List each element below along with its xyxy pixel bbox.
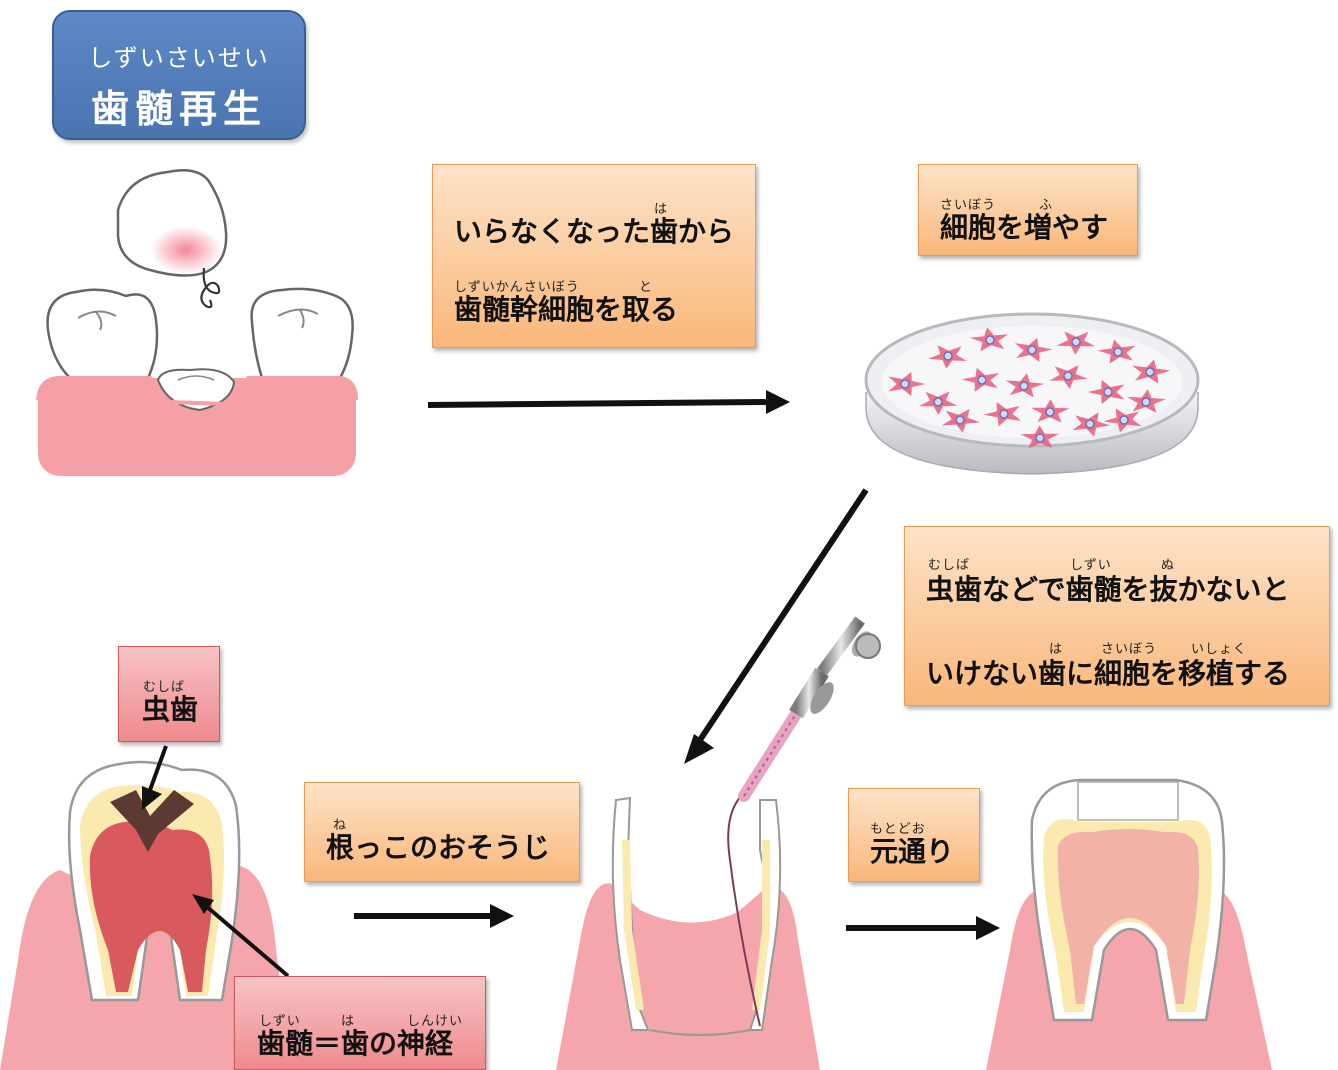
step-clean-label: ね 根っこのおそうじ bbox=[304, 782, 580, 882]
step-transplant-line2: いけない歯に細胞を移植する bbox=[926, 652, 1290, 692]
cell-nucleus bbox=[1146, 368, 1154, 376]
cell-nucleus bbox=[1114, 348, 1122, 356]
cell-nucleus bbox=[1104, 388, 1112, 396]
molar-right bbox=[252, 289, 353, 378]
petri-dish bbox=[866, 314, 1198, 474]
arrow-grow-to-clean bbox=[684, 490, 866, 764]
cell-nucleus bbox=[986, 336, 994, 344]
cell-nucleus bbox=[944, 352, 952, 360]
caries-label: むしば 虫歯 bbox=[118, 646, 220, 742]
cell-nucleus bbox=[1064, 372, 1072, 380]
caries-label-text: 虫歯 bbox=[142, 688, 198, 728]
title-badge: しずいさいせい 歯髄再生 bbox=[52, 10, 306, 140]
step-transplant-label: むしば しずい ぬ 虫歯などで歯髄を抜かないと は さいぼう いしょく いけない… bbox=[904, 526, 1330, 706]
cell-nucleus bbox=[934, 398, 942, 406]
molar-left bbox=[48, 290, 157, 378]
title-main: 歯髄再生 bbox=[54, 78, 304, 133]
step-grow-label: さいぼう ふ 細胞を増やす bbox=[918, 164, 1138, 256]
cell-nucleus bbox=[1036, 434, 1044, 442]
cell-nucleus bbox=[1020, 382, 1028, 390]
cell-nucleus bbox=[1086, 420, 1094, 428]
cell-nucleus bbox=[956, 416, 964, 424]
cell-nucleus bbox=[901, 380, 909, 388]
arrow-clean-to-restore bbox=[846, 916, 1000, 940]
step-extract-line2: 歯髄幹細胞を取る bbox=[454, 288, 678, 328]
step-clean-line1: 根っこのおそうじ bbox=[326, 826, 550, 866]
step-transplant-line1: 虫歯などで歯髄を抜かないと bbox=[926, 568, 1289, 608]
gum-bottom-middle bbox=[556, 883, 820, 1070]
extraction-illustration bbox=[38, 170, 356, 476]
step-extract-line1: いらなくなった歯から bbox=[454, 210, 734, 250]
cell-nucleus bbox=[1000, 410, 1008, 418]
cell-nucleus bbox=[1142, 398, 1150, 406]
cell-nucleus bbox=[978, 376, 986, 384]
arrow-extract-to-grow bbox=[428, 390, 790, 414]
pulp-blush bbox=[150, 226, 222, 274]
pulp-label: しずい は しんけい 歯髄＝歯の神経 bbox=[234, 976, 486, 1070]
step-restore-line1: 元通り bbox=[870, 830, 954, 870]
nerve-squiggle bbox=[201, 268, 219, 307]
arrow-caries-to-clean bbox=[354, 904, 514, 928]
pulp-label-text: 歯髄＝歯の神経 bbox=[257, 1022, 453, 1062]
cell-nucleus bbox=[1046, 408, 1054, 416]
filling bbox=[1078, 782, 1178, 820]
step-extract-label: は いらなくなった歯から しずいかんさいぼう と 歯髄幹細胞を取る bbox=[432, 164, 756, 348]
cell-nucleus bbox=[1028, 346, 1036, 354]
root-canal-tooth bbox=[556, 620, 880, 1070]
step-restore-label: もとどお 元通り bbox=[848, 788, 980, 882]
restored-tooth bbox=[986, 780, 1272, 1070]
step-grow-line1: 細胞を増やす bbox=[940, 206, 1108, 246]
title-ruby: しずいさいせい bbox=[54, 38, 304, 73]
cell-nucleus bbox=[1120, 416, 1128, 424]
cell-nucleus bbox=[1072, 338, 1080, 346]
